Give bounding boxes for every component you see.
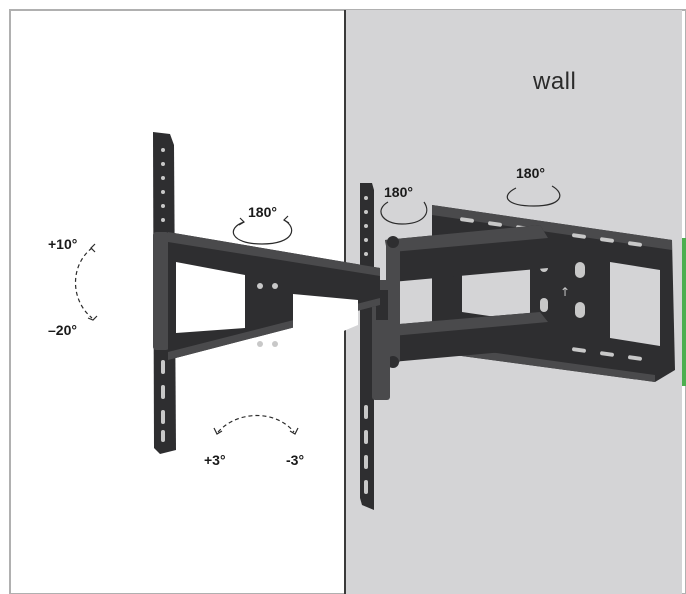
tv-bracket-right [360, 183, 390, 510]
pivot-cap-top [387, 236, 399, 248]
lower-arm-top [388, 312, 548, 336]
arm-plate-holes [257, 283, 278, 347]
level-arrowhead-left [213, 427, 223, 435]
wall-plate-slots [460, 217, 642, 361]
rotation-arrows [74, 185, 561, 435]
keyhole-left-bottom [540, 298, 548, 312]
level-arrow [217, 414, 295, 433]
swivel-arrowhead-left-a [238, 217, 245, 226]
wall-plate-window-right [610, 262, 660, 346]
svg-text:↑: ↑ [560, 285, 570, 299]
arm-window-left [176, 262, 245, 333]
arm-plate-top-edge [168, 232, 380, 276]
swivel-label-middle: 180° [384, 184, 413, 200]
bracket-left-clamp [153, 232, 169, 350]
tv-bracket-left [153, 132, 176, 454]
tilt-down-label: –20° [48, 322, 77, 338]
swivel-arrowhead-left-b [283, 215, 290, 224]
bracket-left-holes [161, 148, 165, 442]
swivel-label-right: 180° [516, 165, 545, 181]
extension-arm-plate [168, 232, 380, 360]
upper-arm-top [385, 225, 548, 252]
level-arrowhead-right [289, 427, 299, 435]
bracket-rail-right [360, 183, 374, 510]
tilt-arrowhead-top [90, 243, 96, 253]
swivel-label-left: 180° [248, 204, 277, 220]
arm-window-right [293, 294, 358, 352]
bracket-right-holes [364, 196, 368, 494]
level-plus-label: +3° [204, 452, 226, 468]
wall-label: wall [533, 68, 577, 95]
articulating-arms [385, 225, 548, 368]
keyhole-bottom [575, 302, 585, 318]
swivel-arrow-right [506, 185, 561, 207]
swivel-arrow-middle [380, 201, 428, 225]
tilt-arrow [74, 247, 93, 319]
tilt-arrowhead-bottom [87, 315, 98, 321]
tilt-up-label: +10° [48, 236, 78, 252]
keyhole-top [575, 262, 585, 278]
swivel-arrow-left [232, 219, 293, 245]
level-minus-label: -3° [286, 452, 305, 468]
green-accent-edge [682, 238, 686, 386]
wall-plate-bottom-edge [432, 344, 655, 382]
